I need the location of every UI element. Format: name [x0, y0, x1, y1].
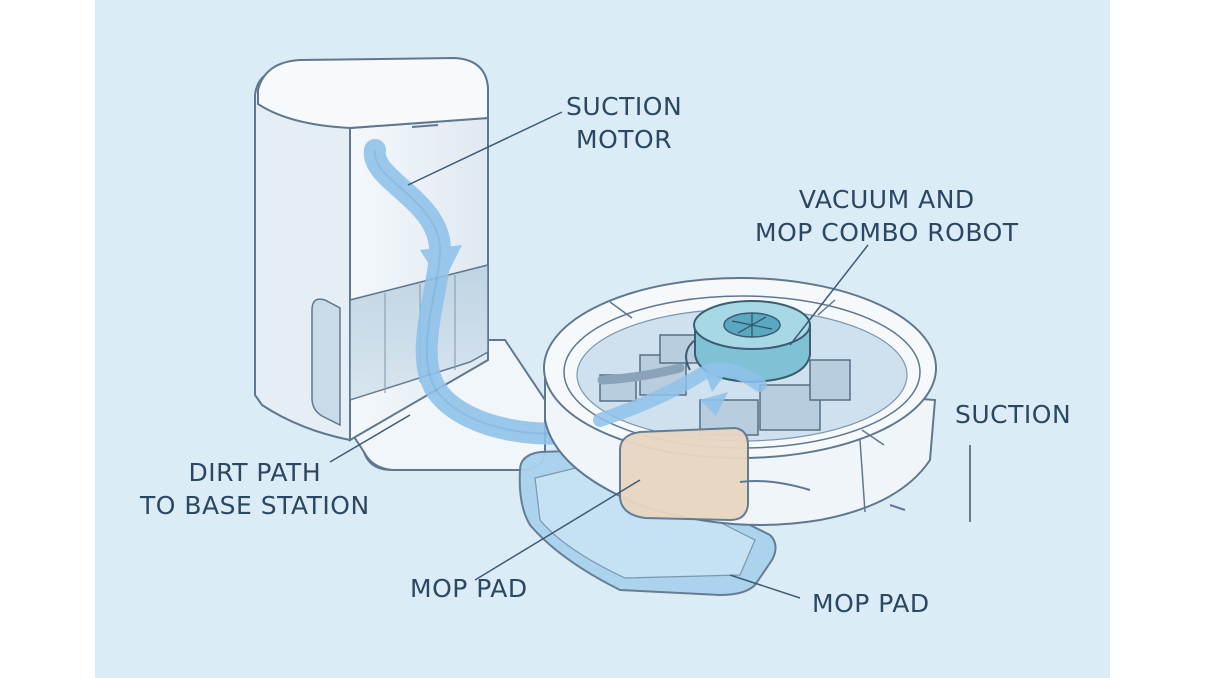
- label-robot-line1: VACUUM AND: [798, 185, 975, 214]
- label-robot-line2: MOP COMBO ROBOT: [755, 218, 1019, 247]
- base-station-tower-top: [257, 56, 489, 130]
- airflow-arrowhead: [420, 245, 462, 285]
- label-suction: SUCTION: [955, 400, 1072, 429]
- airflow-arrow: [363, 139, 601, 445]
- label-dirt-path-line1: DIRT PATH: [188, 458, 322, 487]
- label-robot: VACUUM AND MOP COMBO ROBOT: [755, 183, 1019, 249]
- robot-vacuum: [518, 277, 937, 597]
- leader-suction-motor: [407, 111, 563, 186]
- label-suction-motor: SUCTION MOTOR: [566, 90, 682, 156]
- leader-dirt-path: [329, 414, 411, 463]
- label-suction-motor-line2: MOTOR: [576, 125, 673, 154]
- leader-lines: [329, 111, 971, 599]
- label-mop-pad-left: MOP PAD: [410, 574, 528, 603]
- side-bin-window: [311, 298, 341, 427]
- base-station: [254, 56, 546, 471]
- robot-dust-bin: [619, 426, 749, 522]
- label-dirt-path-line2: TO BASE STATION: [140, 491, 370, 520]
- fan-motor: [685, 300, 811, 384]
- leader-robot: [789, 244, 869, 346]
- label-mop-pad-right: MOP PAD: [812, 589, 930, 618]
- leader-mop-pad-right: [729, 574, 801, 599]
- label-dirt-path: DIRT PATH TO BASE STATION: [140, 456, 370, 522]
- label-suction-motor-line1: SUCTION: [566, 92, 683, 121]
- leader-mop-pad-left: [474, 479, 641, 581]
